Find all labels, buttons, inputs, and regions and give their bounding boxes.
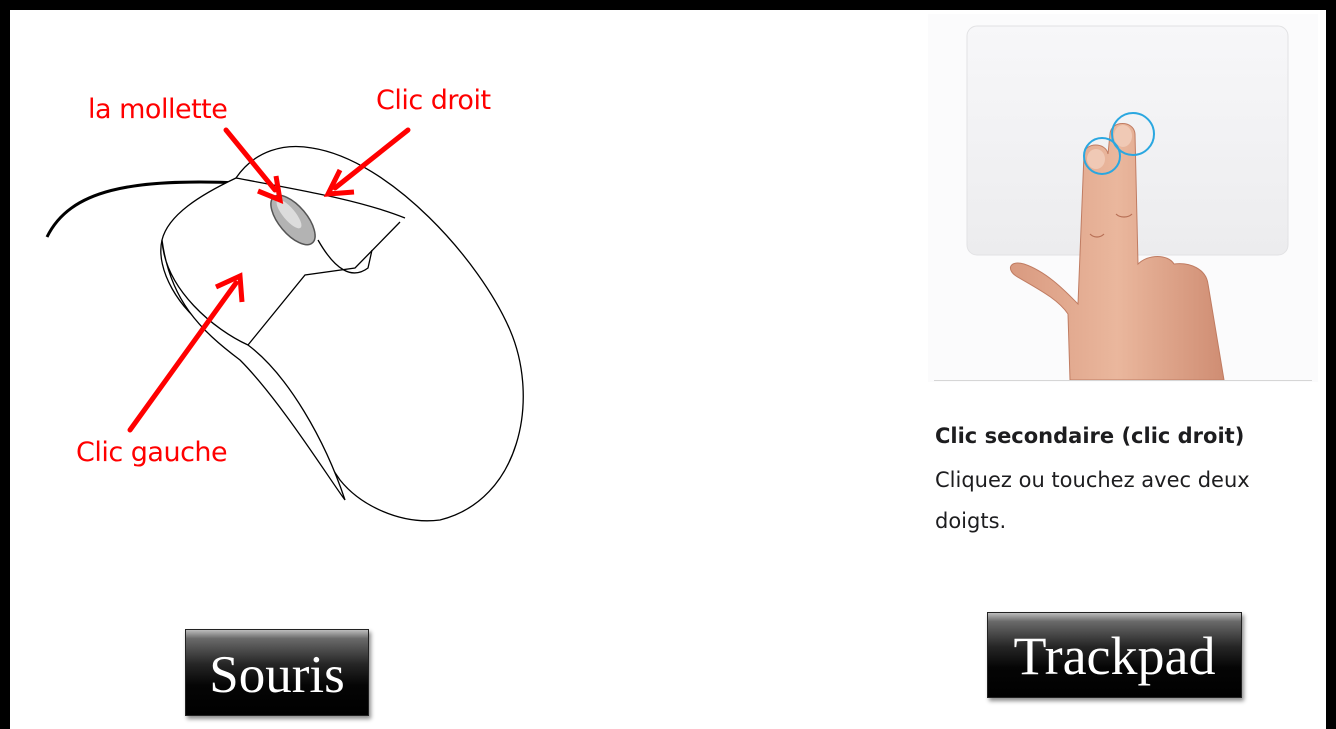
trackpad-title: Clic secondaire (clic droit) bbox=[935, 424, 1244, 448]
trackpad-description: Cliquez ou touchez avec deux doigts. bbox=[935, 460, 1315, 542]
trackpad-button[interactable]: Trackpad bbox=[987, 612, 1242, 698]
trackpad-photo bbox=[928, 14, 1318, 382]
label-wheel: la mollette bbox=[88, 94, 227, 125]
divider bbox=[934, 380, 1312, 381]
label-left-click: Clic gauche bbox=[76, 437, 227, 468]
label-right-click: Clic droit bbox=[376, 85, 491, 116]
mouse-illustration bbox=[0, 0, 620, 560]
souris-button[interactable]: Souris bbox=[185, 629, 369, 716]
